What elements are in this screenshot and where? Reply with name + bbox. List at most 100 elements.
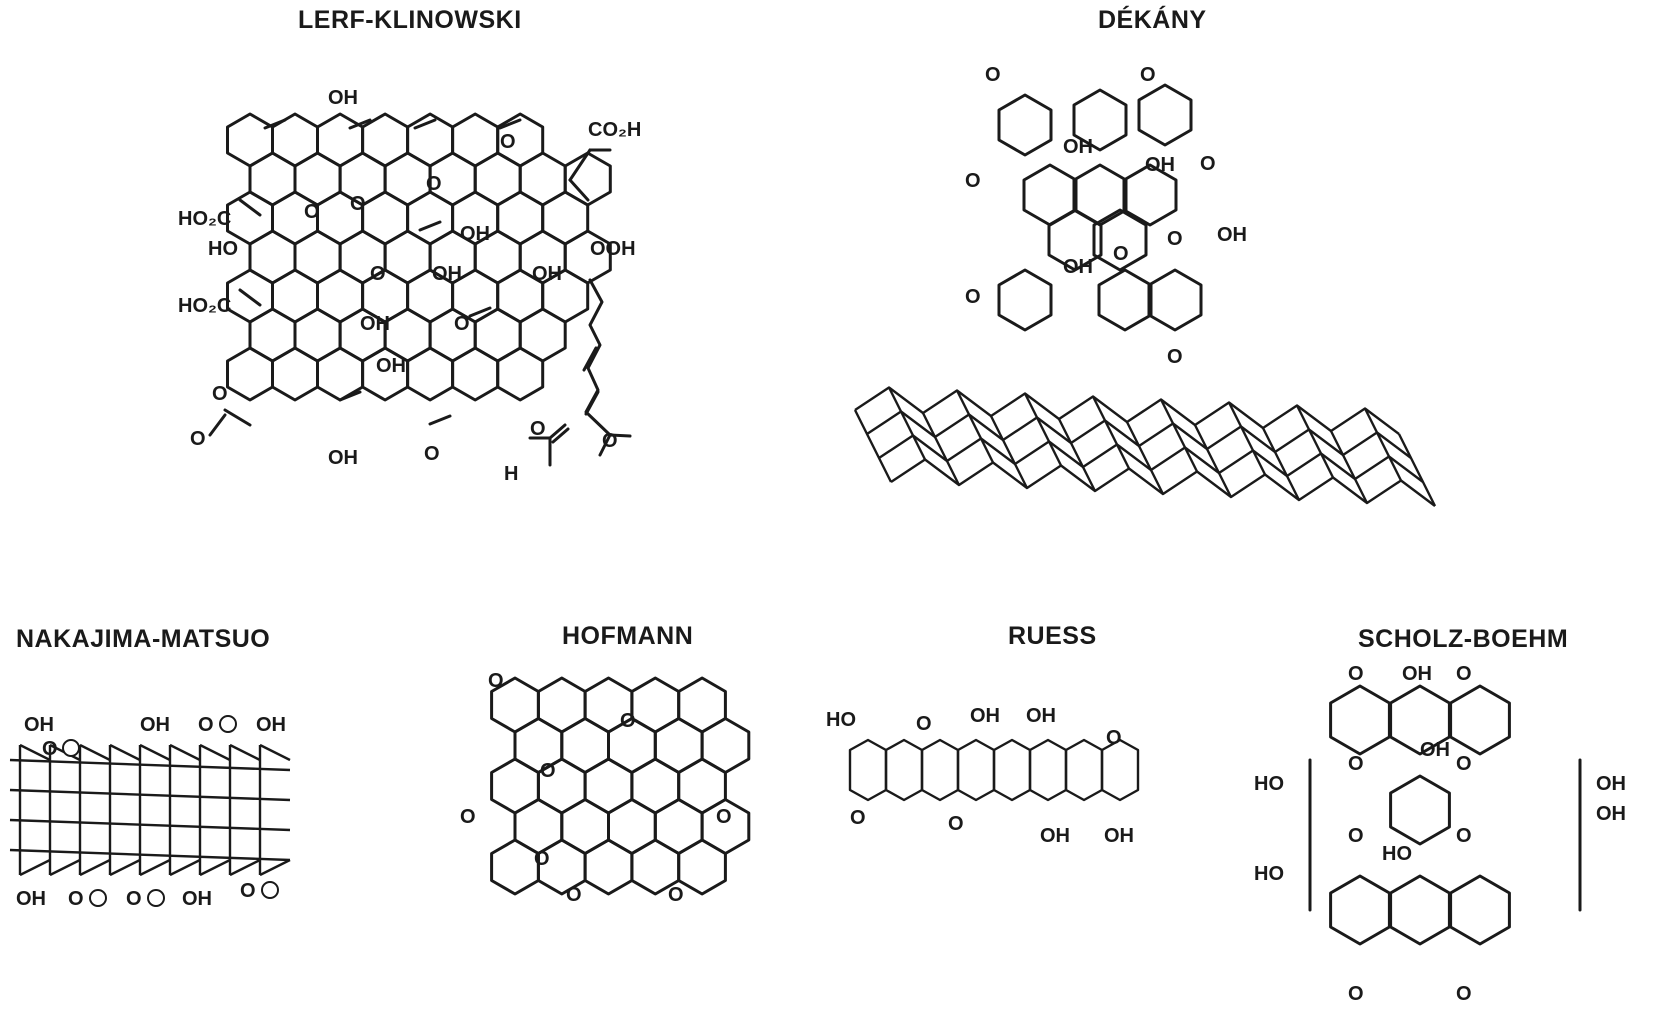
lk-ho2c-lower: HO₂C: [178, 295, 231, 317]
nm-o-5: O: [240, 880, 256, 902]
dk-sheet-bond: [1295, 404, 1335, 479]
lerf-klinowski-double-bonds: [263, 118, 522, 426]
dekany-corrugated-sheet: [845, 378, 1437, 528]
dk-sheet-row: [866, 410, 1412, 459]
lerf-klinowski-svg: OH CO₂H HO₂C HO HO₂C OOH OH OH OH OH OH …: [178, 87, 641, 485]
sb-ring: [1329, 874, 1391, 946]
dk-sheet-bond: [1193, 424, 1233, 498]
hf-o-1: O: [488, 670, 504, 692]
dk-o-epoxy-bottom: O: [965, 286, 981, 308]
ru-o-4: O: [948, 813, 964, 835]
dk-o-quinone-2: O: [1167, 346, 1183, 368]
dekany-rings: [997, 83, 1203, 332]
ru-o-2: O: [1106, 727, 1122, 749]
hf-o-4: O: [460, 806, 476, 828]
ru-oh-3: OH: [1040, 825, 1070, 847]
dk-ring: [1072, 163, 1128, 227]
nm-diag: [49, 858, 81, 877]
nm-diag: [259, 743, 291, 762]
dk-sheet-bond: [1091, 395, 1131, 470]
dk-sheet-bond: [1261, 427, 1301, 501]
lk-oh-center-4: OH: [376, 355, 406, 377]
title-ruess: RUESS: [1008, 622, 1097, 650]
sb-ho-2: HO: [1382, 843, 1412, 865]
nm-charge-4: [147, 889, 165, 907]
ru-cell: [1100, 738, 1140, 802]
dk-ring: [1097, 268, 1153, 332]
title-scholz-boehm: SCHOLZ-BOEHM: [1358, 625, 1569, 653]
ru-cell: [884, 738, 924, 802]
nm-oh-5: OH: [182, 888, 212, 910]
ru-ho-1: HO: [826, 709, 856, 731]
sb-ring: [1389, 774, 1451, 846]
nm-diag: [139, 858, 171, 877]
sb-ring: [1449, 874, 1511, 946]
dk-ring: [1072, 88, 1128, 152]
ruess-structure: HO O OH OH O O O OH OH: [820, 700, 1160, 890]
hofmann-svg: O O O O O O O O: [460, 670, 751, 906]
lk-o-aldehyde: O: [530, 418, 546, 440]
ru-cell: [1028, 738, 1068, 802]
lk-double-bond: [468, 306, 492, 318]
sb-ho-1: HO: [1254, 773, 1284, 795]
dk-o-epoxy-mid: O: [1113, 243, 1129, 265]
dk-sheet-bond: [1125, 421, 1165, 495]
lk-ooh: OOH: [590, 238, 636, 260]
dk-o-keto: O: [965, 170, 981, 192]
title-dekany: DÉKÁNY: [1098, 6, 1207, 34]
nm-diag: [199, 858, 231, 877]
nm-diag: [109, 743, 141, 762]
lk-o-ketone: O: [602, 430, 618, 452]
nm-charge-3: [89, 889, 107, 907]
nm-row: [9, 848, 291, 862]
sb-o-5: O: [1348, 825, 1364, 847]
lk-o-lactone-2: O: [190, 428, 206, 450]
nm-diag: [19, 743, 51, 762]
dk-sheet-bond: [1023, 392, 1063, 467]
dk-sheet-bond: [1329, 430, 1369, 504]
sb-oh-2: OH: [1420, 739, 1450, 761]
dk-sheet-row: [854, 386, 1400, 435]
lk-o-epoxy-4: O: [454, 313, 470, 335]
sb-o-7: O: [1348, 983, 1364, 1005]
dk-ring: [1122, 163, 1178, 227]
hf-o-7: O: [566, 884, 582, 906]
lk-ho2c-upper: HO₂C: [178, 208, 231, 230]
dk-o-epoxy-top: O: [985, 64, 1001, 86]
sb-ring: [1449, 684, 1511, 756]
nm-diag: [169, 743, 201, 762]
nm-row: [9, 758, 291, 772]
lk-o-keto: O: [304, 201, 320, 223]
ru-oh-4: OH: [1104, 825, 1134, 847]
lk-co2h: CO₂H: [588, 119, 641, 141]
sb-o-8: O: [1456, 983, 1472, 1005]
ru-o-3: O: [850, 807, 866, 829]
sb-oh-1: OH: [1402, 663, 1432, 685]
sb-o-3: O: [1348, 753, 1364, 775]
sb-o-1: O: [1348, 663, 1364, 685]
sb-ring: [1389, 874, 1451, 946]
dekany-svg: O O OH OH O O OH OH O O O O: [965, 64, 1247, 368]
dk-sheet-bond: [1363, 407, 1403, 482]
lk-oh-top: OH: [328, 87, 358, 109]
ruess-lattice: [848, 738, 1140, 802]
hf-o-2: O: [620, 710, 636, 732]
sb-o-6: O: [1456, 825, 1472, 847]
sb-o-4: O: [1456, 753, 1472, 775]
dk-sheet-bond: [1397, 433, 1437, 507]
nm-o-4: O: [126, 888, 142, 910]
dekany-structure: O O OH OH O O OH OH O O O O: [955, 45, 1275, 370]
nakajima-matsuo-svg: OH O OH O OH OH O O OH O: [9, 714, 291, 910]
lk-double-bond: [498, 118, 522, 130]
lk-o-ether: O: [350, 193, 366, 215]
dk-sheet-bond: [921, 412, 961, 486]
hofmann-structure: O O O O O O O O: [460, 665, 770, 945]
dk-oh-2: OH: [1145, 154, 1175, 176]
hf-ring: [490, 838, 540, 896]
lk-o-epoxy-1: O: [426, 173, 442, 195]
lk-double-bond: [418, 220, 442, 232]
lk-oh-center-2: OH: [432, 263, 462, 285]
nm-oh-1: OH: [24, 714, 54, 736]
hofmann-labels: O O O O O O O O: [460, 670, 732, 906]
ru-cell: [920, 738, 960, 802]
